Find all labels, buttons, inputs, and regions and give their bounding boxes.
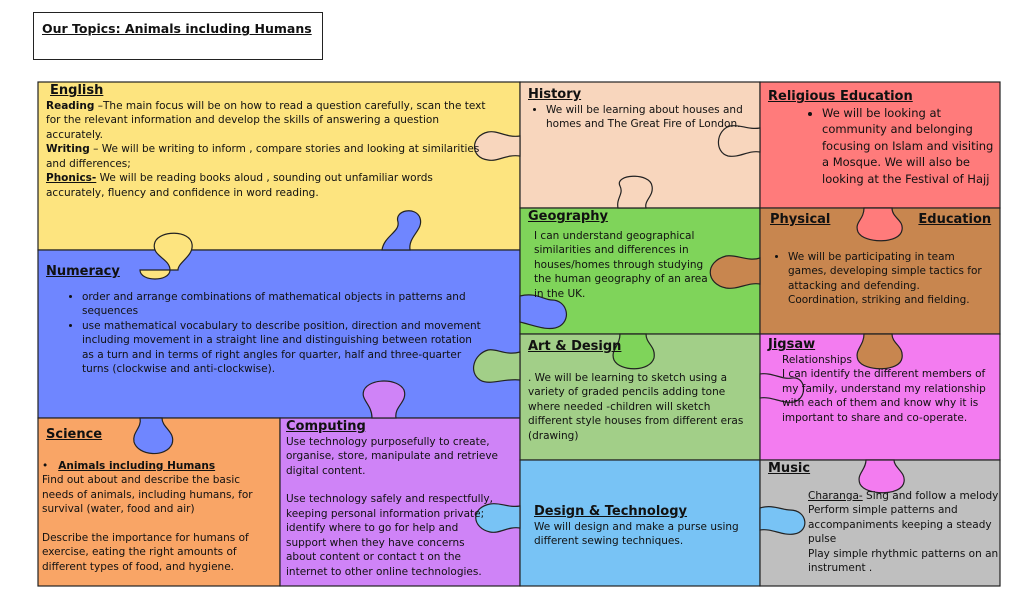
piece-science: Science • Animals including Humans Find …	[42, 427, 274, 574]
knob-re-down	[856, 207, 903, 242]
knob-jigsaw-left	[759, 373, 805, 403]
reading-text: –The main focus will be on how to read a…	[46, 99, 486, 141]
design-text: We will design and make a purse using di…	[534, 520, 739, 548]
piece-computing: Computing Use technology purposefully to…	[286, 419, 499, 579]
piece-english-bg	[37, 81, 521, 251]
piece-re: Religious Education We will be looking a…	[768, 89, 996, 188]
history-heading: History	[528, 87, 582, 102]
english-phonics: Phonics- We will be reading books aloud …	[46, 171, 492, 200]
jigsaw-sub: Relationships	[782, 353, 852, 366]
writing-label: Writing	[46, 143, 90, 155]
science-bullet: • Animals including Humans	[42, 459, 216, 472]
piece-design-bg	[519, 459, 761, 587]
music-line3: Play simple rhythmic patterns on an inst…	[808, 547, 999, 575]
piece-art: Art & Design . We will be learning to sk…	[528, 339, 750, 443]
science-para2: Describe the importance for humans of ex…	[42, 531, 249, 573]
title-box: Our Topics: Animals including Humans	[33, 12, 323, 60]
knob-design-left	[475, 502, 521, 533]
piece-design: Design & Technology We will design and m…	[534, 504, 750, 549]
computing-heading: Computing	[286, 419, 366, 434]
knob-pe-down	[856, 333, 903, 370]
piece-history: History We will be learning about houses…	[528, 87, 750, 132]
design-heading: Design & Technology	[534, 504, 688, 519]
pe-item: We will be participating in team games, …	[788, 250, 992, 308]
art-heading: Art & Design	[528, 339, 622, 354]
knob-numeracy-up	[381, 210, 422, 251]
page-title: Our Topics: Animals including Humans	[42, 21, 312, 36]
jigsaw-text: I can identify the different members of …	[782, 368, 986, 424]
music-line2: Perform simple patterns and accompanimen…	[808, 504, 992, 545]
numeracy-heading: Numeracy	[46, 264, 120, 279]
phonics-label: Phonics-	[46, 172, 97, 184]
computing-para2: Use technology safely and respectfully, …	[286, 493, 493, 578]
writing-text: – We will be writing to inform , compare…	[46, 143, 480, 170]
knob-pe-left	[709, 255, 761, 289]
geography-text: I can understand geographical similariti…	[534, 229, 708, 300]
knob-art-left	[472, 349, 521, 383]
piece-english: English Reading –The main focus will be …	[46, 83, 492, 200]
geography-heading: Geography	[528, 209, 608, 224]
knob-computing-up	[362, 380, 406, 419]
knob-numeracy-right	[519, 294, 568, 330]
english-reading: Reading –The main focus will be on how t…	[46, 99, 492, 143]
science-heading: Science	[46, 427, 103, 442]
music-heading: Music	[768, 461, 811, 476]
knob-history-down	[617, 175, 653, 209]
re-heading: Religious Education	[768, 89, 913, 104]
history-item: We will be learning about houses and hom…	[546, 103, 750, 132]
science-para1: Find out about and describe the basic ne…	[42, 474, 253, 515]
knob-geography-down	[612, 333, 655, 370]
numeracy-item: use mathematical vocabulary to describe …	[82, 319, 486, 377]
knob-design-right	[759, 506, 806, 535]
piece-music: Music Charanga- Sing and follow a melody…	[768, 461, 1000, 576]
english-writing: Writing – We will be writing to inform ,…	[46, 142, 492, 171]
phonics-text: We will be reading books aloud , soundin…	[46, 172, 433, 199]
jigsaw-heading: Jigsaw	[768, 337, 816, 352]
art-text: . We will be learning to sketch using a …	[528, 371, 744, 442]
re-item: We will be looking at community and belo…	[822, 105, 996, 188]
reading-label: Reading	[46, 99, 95, 112]
knob-history-right	[717, 124, 761, 157]
piece-geography: Geography I can understand geographical …	[528, 209, 708, 301]
knob-english	[139, 232, 193, 280]
knob-jigsaw-down	[858, 459, 905, 494]
music-line1: Charanga- Sing and follow a melody	[808, 489, 999, 502]
piece-jigsaw: Jigsaw Relationships I can identify the …	[768, 337, 992, 425]
knob-numeracy-down	[133, 417, 174, 455]
english-heading: English	[50, 83, 104, 98]
piece-computing-bg	[279, 417, 521, 587]
piece-numeracy: Numeracy order and arrange combinations …	[46, 264, 486, 377]
computing-para1: Use technology purposefully to create, o…	[286, 435, 499, 477]
knob-history-left	[473, 131, 521, 161]
piece-numeracy-bg	[37, 249, 521, 419]
numeracy-item: order and arrange combinations of mathem…	[82, 290, 486, 319]
